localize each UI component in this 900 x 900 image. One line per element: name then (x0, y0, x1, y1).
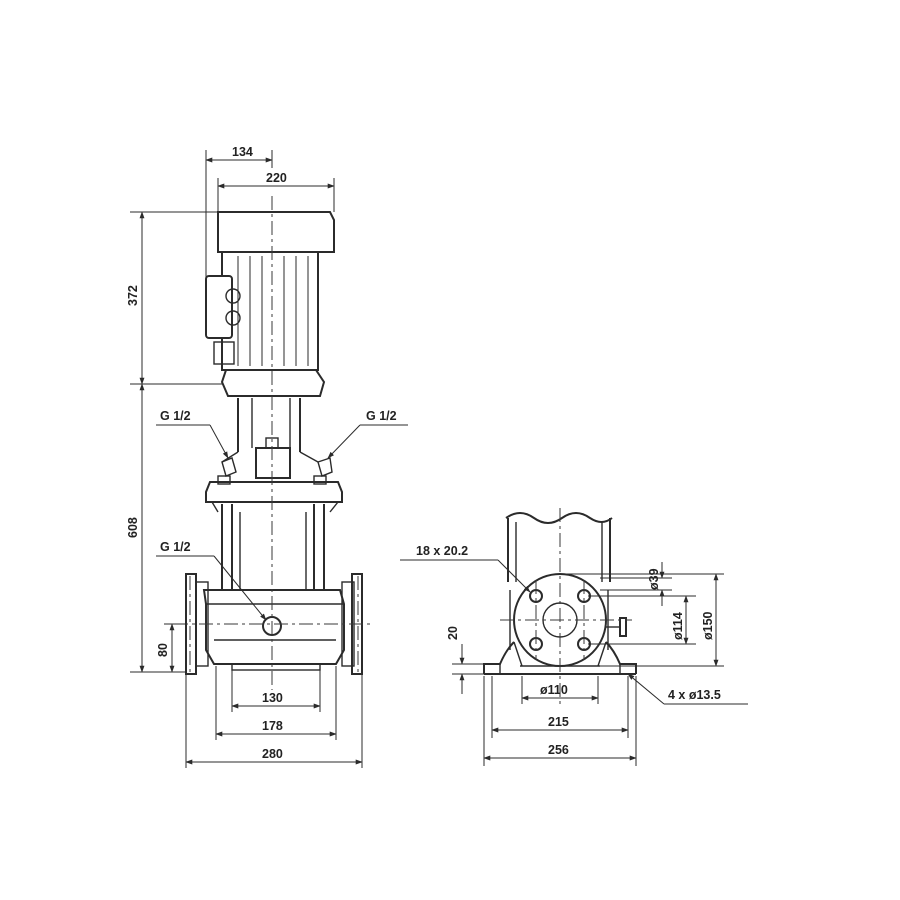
dim-pipe-dia: ø110 (540, 683, 568, 697)
pump-head (205, 475, 343, 513)
motor (205, 211, 335, 397)
port-label-drain: G 1/2 (160, 540, 191, 554)
port-label-right-upper: G 1/2 (366, 409, 397, 423)
cable-gland-lower (225, 310, 241, 326)
dim-bolt-circle: ø114 (671, 612, 685, 640)
cooling-fins (237, 256, 309, 366)
dim-foot-overall: 256 (548, 743, 569, 757)
port-label-left-upper: G 1/2 (160, 409, 191, 423)
dim-foot-inner: 215 (548, 715, 569, 729)
coupling-stool (221, 398, 333, 479)
side-fitting (619, 617, 627, 637)
dim-base-mid: 178 (262, 719, 283, 733)
front-view-dimensions: 134 220 372 608 80 130 178 280 (126, 145, 408, 768)
dim-inlet-height: 80 (156, 643, 170, 657)
cable-gland-upper (225, 288, 241, 304)
dim-base-inner: 130 (262, 691, 283, 705)
dim-pump-height: 608 (126, 517, 140, 538)
dim-motor-width: 220 (266, 171, 287, 185)
dim-foot-height: 20 (446, 626, 460, 640)
side-view-dimensions: 18 x 20.2 ø39 ø114 ø150 20 ø110 215 (400, 544, 748, 766)
dim-base-overall: 280 (262, 747, 283, 761)
dim-flange-outer: ø150 (701, 611, 715, 640)
front-view (174, 196, 370, 690)
terminal-box (205, 275, 233, 339)
dim-motor-offset: 134 (232, 145, 253, 159)
dim-bore: ø39 (647, 568, 661, 590)
dim-flange-bolts: 18 x 20.2 (416, 544, 468, 558)
side-view (483, 508, 637, 708)
pump-sleeve (221, 504, 325, 590)
dim-mount-holes: 4 x ø13.5 (668, 688, 721, 702)
dim-motor-height: 372 (126, 285, 140, 306)
